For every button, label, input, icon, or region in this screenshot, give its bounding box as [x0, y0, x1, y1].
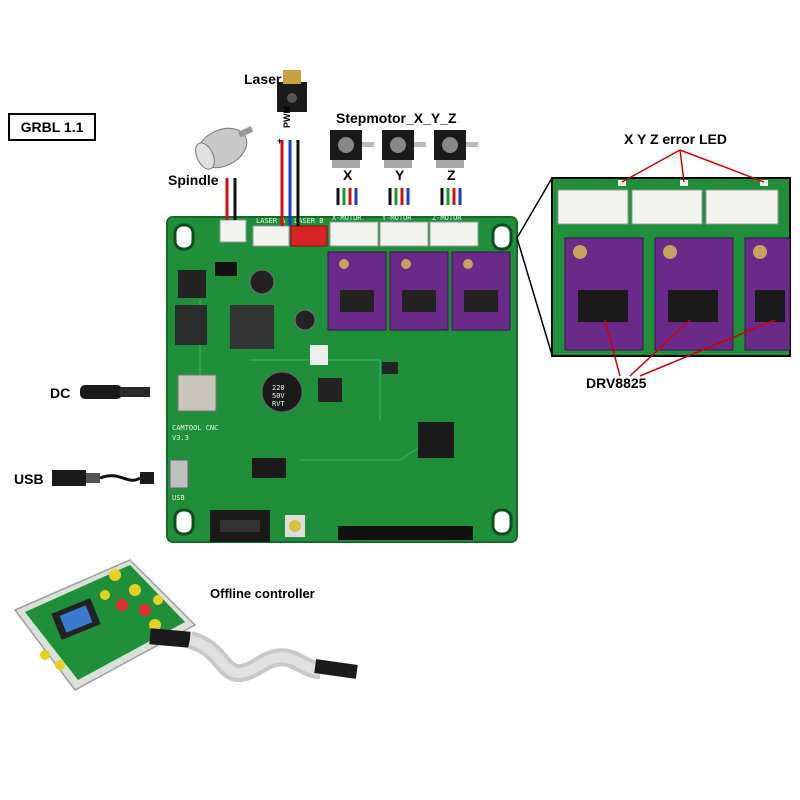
cap-text-2: 50V: [272, 392, 285, 400]
laser-label: Laser: [244, 71, 282, 87]
pwm-minus-label: -: [296, 136, 299, 146]
laser-module-icon: [277, 70, 307, 112]
spindle-motor-icon: [195, 126, 254, 170]
zoom-inset: [516, 149, 791, 377]
grbl-badge: GRBL 1.1: [8, 113, 96, 141]
offline-controller-label: Offline controller: [210, 586, 315, 601]
stepper-motor-y-icon: [382, 130, 426, 168]
pwm-label: PWM: [282, 106, 292, 128]
silk-usb: USB: [172, 494, 185, 502]
axis-z-label: Z: [447, 167, 456, 183]
stepper-motor-z-icon: [434, 130, 478, 168]
pcb-board: 220 50V RVT CAMTOOL CNC V3.3 LASER A LAS…: [166, 214, 518, 543]
dc-label: DC: [50, 385, 71, 401]
usb-cable-icon: [52, 470, 154, 486]
stepper-motor-x-icon: [330, 130, 374, 168]
board-version: V3.3: [172, 434, 189, 442]
usb-label: USB: [14, 471, 44, 487]
pwm-plus-label: +: [277, 136, 283, 146]
board-name: CAMTOOL CNC: [172, 424, 218, 432]
cap-text-3: RVT: [272, 400, 285, 408]
silk-laser-a: LASER A: [256, 217, 286, 225]
error-led-label: X Y Z error LED: [624, 131, 727, 147]
cap-text-1: 220: [272, 384, 285, 392]
ribbon-cable-icon: [149, 628, 358, 683]
silk-x-motor: X-MOTOR: [332, 214, 362, 222]
offline-controller-icon: [13, 559, 197, 691]
spindle-label: Spindle: [168, 172, 219, 188]
silk-y-motor: Y-MOTOR: [382, 214, 412, 222]
axis-x-label: X: [343, 167, 353, 183]
wires: [225, 140, 462, 226]
driver-label: DRV8825: [586, 375, 647, 391]
silk-z-motor: Z-MOTOR: [432, 214, 462, 222]
axis-y-label: Y: [395, 167, 405, 183]
stepmotor-label: Stepmotor_X_Y_Z: [336, 110, 457, 126]
silk-laser-b: LASER B: [294, 217, 324, 225]
dc-plug-icon: [80, 385, 150, 399]
